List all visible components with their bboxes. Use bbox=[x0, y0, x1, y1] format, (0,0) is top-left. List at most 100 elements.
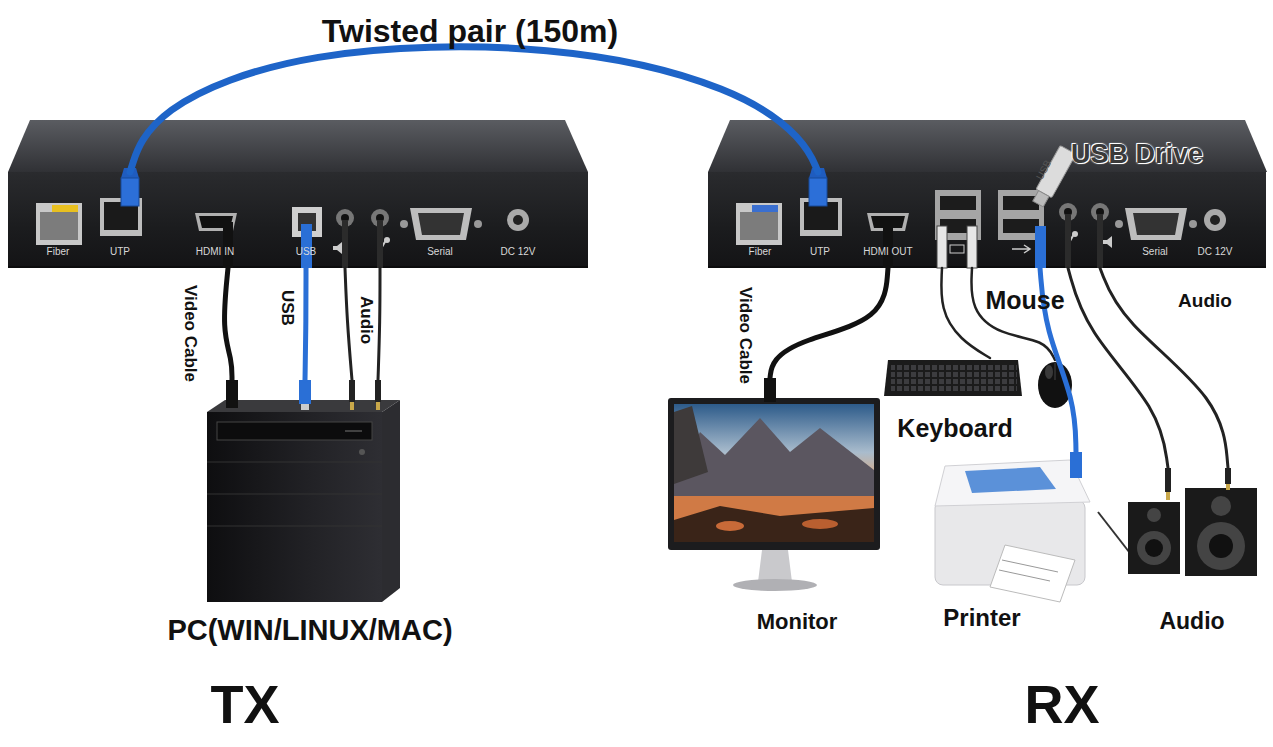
hdmi-plug bbox=[883, 222, 893, 268]
usb-icon bbox=[1012, 245, 1030, 253]
hdmi-plug bbox=[764, 378, 776, 402]
printer-lid bbox=[935, 460, 1090, 506]
audio-plug bbox=[342, 220, 348, 268]
printer-paper bbox=[990, 545, 1075, 602]
audio-plug bbox=[1065, 214, 1071, 268]
serial-port bbox=[410, 208, 472, 240]
paper-line bbox=[999, 570, 1050, 581]
serial-screw bbox=[1189, 220, 1197, 228]
side-label: RX bbox=[992, 672, 1132, 737]
usb-a-port bbox=[940, 196, 976, 210]
monitor-stand bbox=[758, 550, 792, 582]
utp-plug bbox=[121, 178, 139, 206]
device-box: USB DriveUSB bbox=[1022, 138, 1210, 172]
screen-cliff bbox=[674, 406, 708, 484]
port-label: UTP bbox=[790, 246, 850, 258]
device-label: USB Drive bbox=[1062, 138, 1212, 170]
mouse-shine bbox=[1045, 365, 1053, 379]
device-box: Printer bbox=[930, 452, 1090, 637]
cable bbox=[225, 268, 232, 380]
fiber-latch bbox=[52, 205, 78, 212]
unit-top bbox=[8, 120, 588, 172]
speaker-woofer bbox=[1137, 531, 1171, 565]
speaker-box bbox=[1128, 502, 1180, 574]
port-label: USB bbox=[276, 246, 336, 258]
port-label: DC 12V bbox=[488, 246, 548, 258]
keyboard-body bbox=[884, 360, 1022, 396]
device-label: Keyboard bbox=[885, 413, 1025, 443]
speaker-cone bbox=[1209, 534, 1233, 558]
fiber-port-inner bbox=[40, 212, 78, 240]
device-label: Mouse bbox=[970, 285, 1080, 315]
usb-plug bbox=[301, 224, 312, 268]
audio-plug-tip bbox=[376, 402, 380, 410]
port-label: DC 12V bbox=[1185, 246, 1245, 258]
usb-plug bbox=[1070, 452, 1082, 478]
cable bbox=[130, 47, 818, 172]
audio-plug bbox=[349, 380, 355, 402]
dc-jack bbox=[507, 209, 529, 231]
device-box: Monitor bbox=[660, 378, 885, 640]
mouse-split bbox=[1055, 363, 1056, 380]
usb-a-port bbox=[1003, 219, 1039, 233]
monitor-screen bbox=[674, 404, 874, 542]
speaker-cone bbox=[1145, 539, 1163, 557]
paper-line bbox=[1002, 560, 1058, 572]
usb-plug bbox=[967, 226, 977, 268]
audio-plug bbox=[377, 220, 383, 268]
audio-plug-tip bbox=[1226, 484, 1230, 490]
device-label: Monitor bbox=[732, 609, 862, 635]
serial-screw bbox=[474, 220, 482, 228]
cable-label: Video Cable bbox=[735, 287, 755, 384]
fiber-latch bbox=[752, 205, 778, 212]
audio-plug-tip bbox=[1166, 492, 1170, 500]
port-label: HDMI OUT bbox=[853, 246, 923, 258]
speaker-box bbox=[1185, 488, 1257, 576]
device-label: PC(WIN/LINUX/MAC) bbox=[130, 613, 490, 648]
screen-rock bbox=[802, 519, 838, 529]
pc-drive-slot bbox=[345, 431, 362, 432]
port-label: HDMI IN bbox=[180, 246, 250, 258]
device-label: Printer bbox=[922, 604, 1042, 633]
device-box: Audio bbox=[1110, 468, 1265, 638]
cable bbox=[345, 268, 352, 380]
serial-screw bbox=[400, 220, 408, 228]
device-box: PC(WIN/LINUX/MAC) bbox=[130, 380, 490, 650]
microphone-icon bbox=[384, 237, 390, 243]
speaker-icon bbox=[1103, 236, 1112, 248]
cable bbox=[941, 268, 990, 358]
pc-panel-line bbox=[207, 526, 382, 527]
port-label: UTP bbox=[90, 246, 150, 258]
audio-plug-tip bbox=[350, 402, 354, 410]
speaker-tweeter bbox=[1211, 496, 1231, 516]
serial-port-inner bbox=[418, 213, 464, 235]
keyboard-icon bbox=[950, 245, 964, 253]
cable bbox=[1068, 268, 1168, 468]
serial-screw bbox=[1115, 220, 1123, 228]
device-box: Keyboard bbox=[880, 358, 1025, 443]
monitor-frame bbox=[668, 398, 880, 550]
usb-plug bbox=[1035, 226, 1046, 268]
dc-jack bbox=[1204, 209, 1226, 231]
dc-jack-hole bbox=[513, 215, 523, 225]
serial-port-inner bbox=[1133, 213, 1179, 235]
pc-panel-line bbox=[207, 462, 382, 463]
cable bbox=[305, 268, 306, 380]
keyboard-keys bbox=[891, 363, 1017, 393]
usb-plug bbox=[937, 226, 947, 268]
speaker-icon bbox=[333, 242, 342, 254]
cable-label: Audio bbox=[1178, 290, 1232, 313]
dc-jack-hole bbox=[1210, 215, 1220, 225]
pc-front bbox=[207, 412, 382, 602]
serial-port bbox=[1125, 208, 1187, 240]
audio-plug bbox=[375, 380, 381, 402]
utp-plug bbox=[809, 178, 827, 206]
fiber-port-inner bbox=[740, 212, 778, 240]
pc-drive-bay bbox=[217, 422, 372, 440]
printer-window bbox=[965, 467, 1056, 493]
pc-side bbox=[382, 400, 400, 602]
hdmi-plug bbox=[226, 380, 238, 408]
usb-plug bbox=[299, 380, 311, 404]
screen-rocks bbox=[674, 506, 874, 542]
microphone-icon bbox=[1072, 231, 1078, 237]
